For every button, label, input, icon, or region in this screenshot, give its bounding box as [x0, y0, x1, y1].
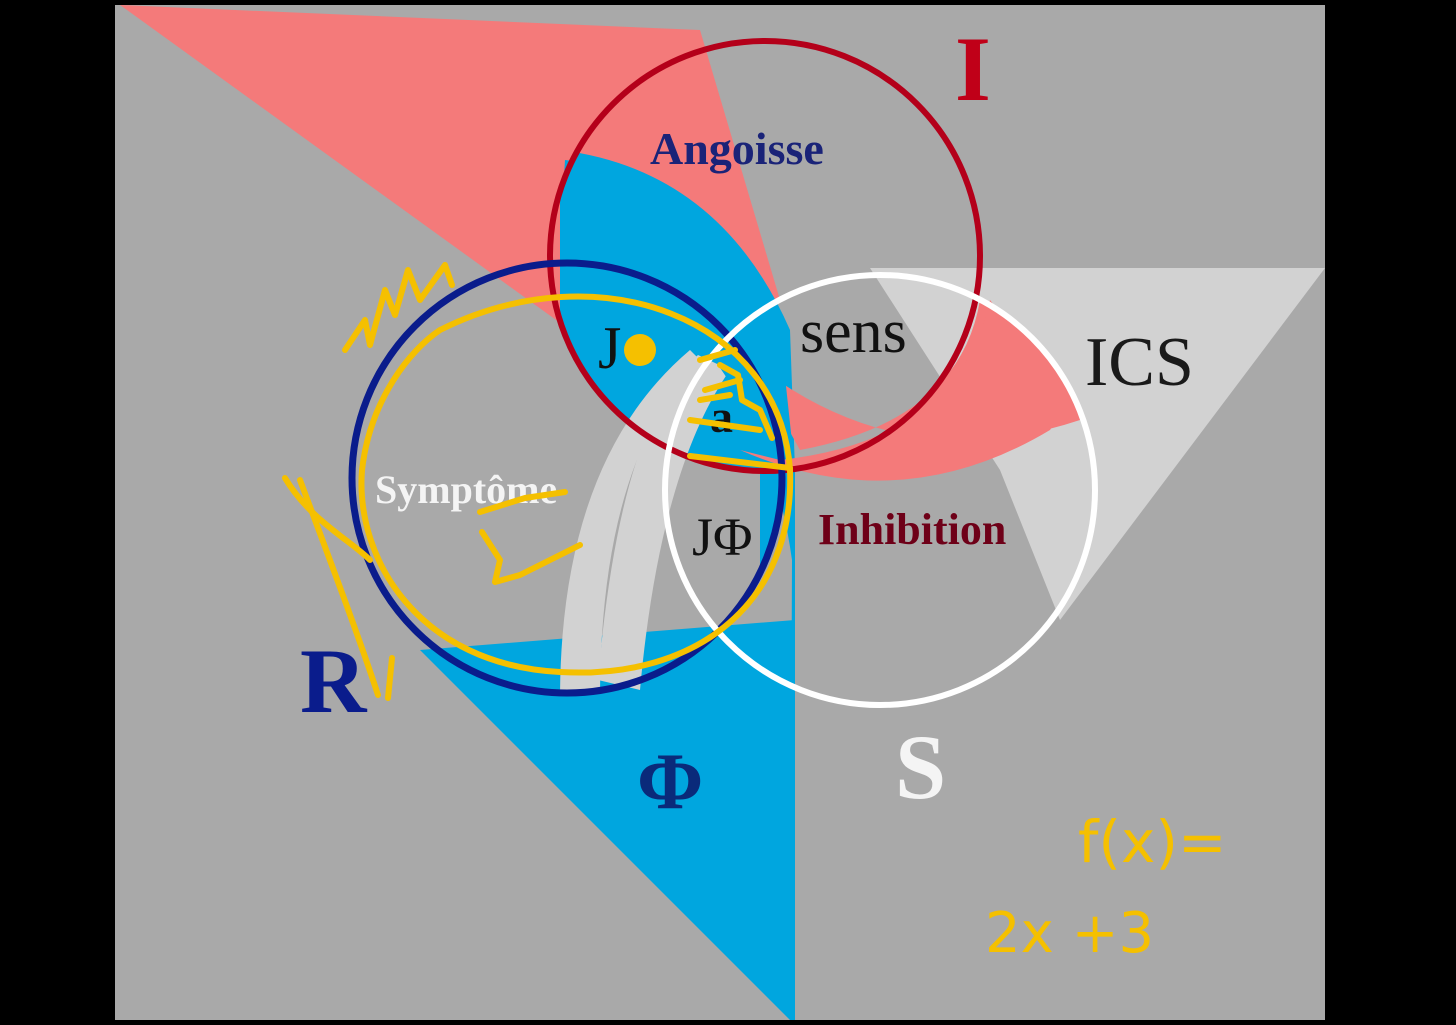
real-ring	[348, 259, 786, 697]
label-ics: ICS	[1085, 324, 1194, 401]
label-inhibition: Inhibition	[818, 505, 1006, 554]
fish-eye	[624, 334, 656, 366]
label-j-sens: J	[598, 315, 621, 381]
label-angoisse: Angoisse	[650, 123, 824, 174]
label-j-phi: JΦ	[692, 507, 753, 567]
symbolic-band-in-real	[560, 350, 700, 693]
imaginary-crescent	[740, 300, 1070, 481]
handwritten-formula-line2: 2x +3	[985, 901, 1154, 966]
label-phi: Φ	[637, 738, 703, 826]
symbolic-ring	[662, 272, 1098, 708]
fish-jaw	[687, 453, 793, 471]
fish-doodle	[282, 262, 794, 701]
real-wedge	[420, 620, 795, 1020]
label-real: R	[300, 630, 368, 732]
label-symptome: Symptôme	[375, 467, 557, 512]
label-sens: sens	[800, 298, 907, 366]
fish-tail	[282, 475, 395, 701]
fish-dorsal-fin	[342, 262, 455, 353]
fish-teeth	[687, 347, 775, 441]
label-imaginary: I	[955, 18, 991, 120]
imaginary-ring	[547, 38, 983, 474]
fish-body-outline	[358, 293, 794, 676]
label-object-a: a	[710, 391, 733, 442]
handwritten-formula-line1: f(x)=	[1078, 808, 1227, 876]
label-symbolic: S	[895, 716, 946, 818]
symbolic-crescent	[598, 355, 730, 690]
fish-gill	[477, 489, 583, 585]
